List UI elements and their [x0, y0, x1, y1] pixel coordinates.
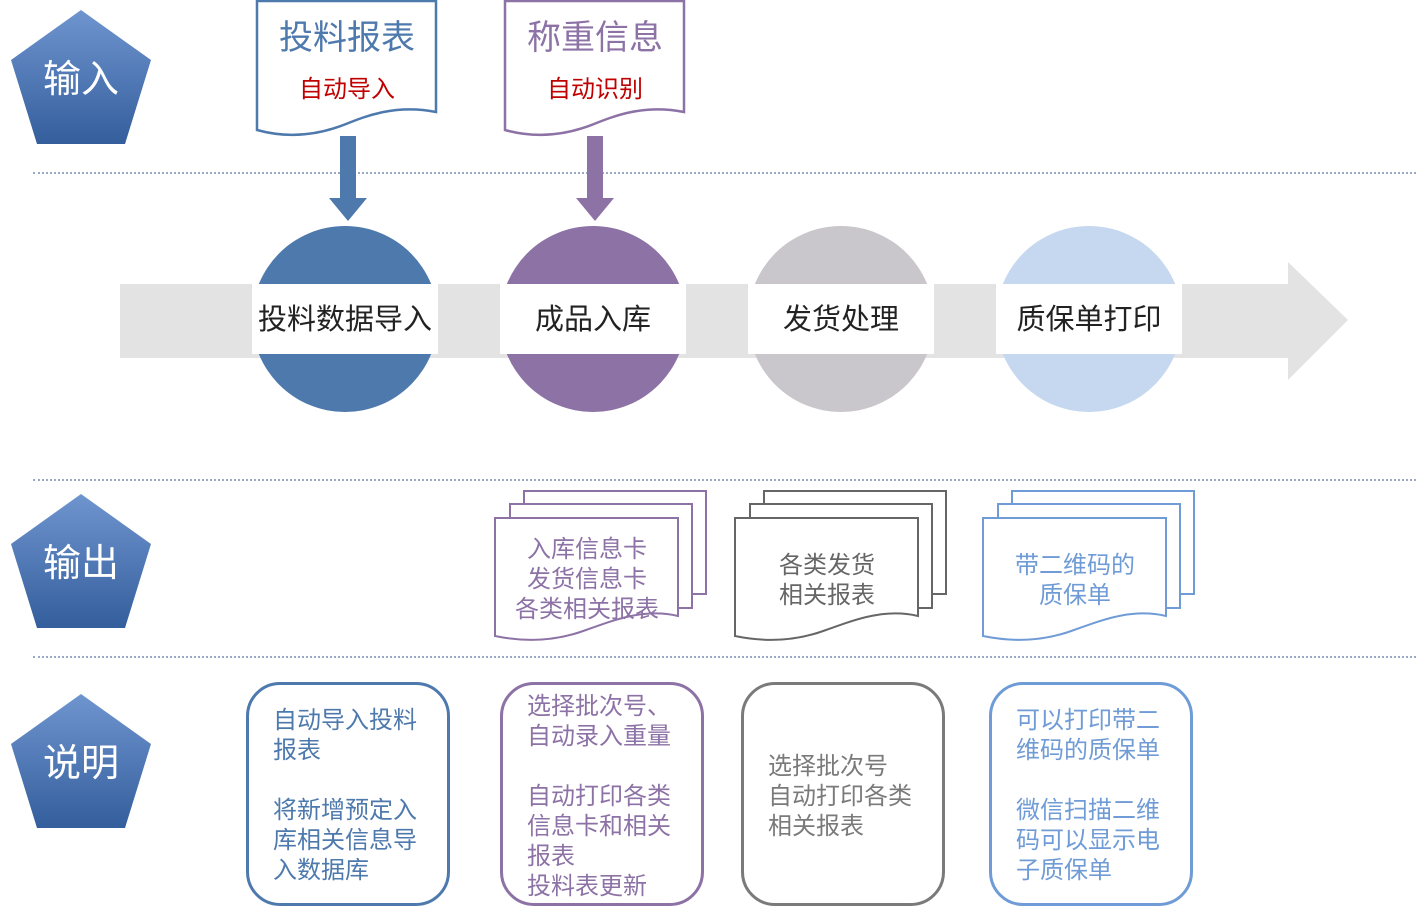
input-row-label: 输入: [9, 8, 153, 146]
step-band: [996, 284, 1182, 354]
note-text: 选择批次号、 自动录入重量 自动打印各类 信息卡和相关 报表 投料表更新: [527, 692, 671, 900]
input-doc-title: 投料报表: [279, 18, 415, 58]
output-line: 各类发货: [779, 551, 875, 579]
output-line: 相关报表: [779, 581, 875, 609]
output-line: 质保单: [1039, 581, 1111, 609]
output-line: 发货信息卡: [527, 565, 647, 593]
down-arrow-icon: [576, 136, 614, 221]
down-arrow-icon: [329, 136, 367, 221]
note-text: 可以打印带二 维码的质保单 微信扫描二维 码可以显示电 子质保单: [1016, 706, 1160, 884]
step-label: 投料数据导入: [257, 302, 432, 336]
output-line: 入库信息卡: [527, 535, 647, 563]
note-text: 自动导入投料 报表 将新增预定入 库相关信息导 入数据库: [273, 706, 417, 884]
divider-bottom: [33, 656, 1416, 658]
note-feeding-import: 自动导入投料 报表 将新增预定入 库相关信息导 入数据库: [246, 682, 450, 906]
pentagon-shape: [11, 694, 151, 828]
output-docs-warehouse: 入库信息卡 发货信息卡 各类相关报表: [494, 490, 710, 646]
input-doc-subtitle: 自动识别: [547, 75, 643, 103]
multi-document-shape: [494, 490, 707, 641]
step-certificate-print: 质保单打印: [996, 226, 1182, 412]
multi-document-shape: [734, 490, 947, 641]
output-docs-certificate: 带二维码的 质保单: [982, 490, 1198, 646]
input-doc-weighing-info: 称重信息 自动识别: [503, 0, 686, 140]
output-line: 各类相关报表: [515, 595, 659, 623]
note-shipping: 选择批次号 自动打印各类 相关报表: [741, 682, 945, 906]
output-doc-text: 入库信息卡 发货信息卡 各类相关报表: [494, 534, 680, 624]
input-label: 输入: [42, 57, 119, 101]
pentagon-shape: [11, 10, 151, 144]
step-label: 成品入库: [534, 302, 651, 336]
note-certificate: 可以打印带二 维码的质保单 微信扫描二维 码可以显示电 子质保单: [989, 682, 1193, 906]
step-shipping: 发货处理: [748, 226, 934, 412]
multi-document-shape: [982, 490, 1195, 641]
note-text: 选择批次号 自动打印各类 相关报表: [768, 752, 912, 840]
output-docs-shipping: 各类发货 相关报表: [734, 490, 950, 646]
notes-label: 说明: [42, 741, 119, 785]
divider-top: [33, 172, 1416, 174]
step-band: [252, 284, 438, 354]
divider-middle: [33, 479, 1416, 481]
step-label: 质保单打印: [1016, 302, 1162, 336]
input-doc-title: 称重信息: [527, 18, 663, 58]
step-warehouse-in: 成品入库: [500, 226, 686, 412]
output-doc-text: 各类发货 相关报表: [734, 550, 920, 610]
note-warehouse-in: 选择批次号、 自动录入重量 自动打印各类 信息卡和相关 报表 投料表更新: [500, 682, 704, 906]
output-doc-text: 带二维码的 质保单: [982, 550, 1168, 610]
input-doc-subtitle: 自动导入: [299, 75, 395, 103]
output-row-label: 输出: [9, 492, 153, 630]
document-shape: [255, 0, 438, 137]
step-band: [500, 284, 686, 354]
input-doc-feeding-report: 投料报表 自动导入: [255, 0, 438, 140]
pentagon-shape: [11, 494, 151, 628]
step-band: [748, 284, 934, 354]
output-line: 带二维码的: [1015, 551, 1135, 579]
step-feeding-import: 投料数据导入: [252, 226, 438, 412]
notes-row-label: 说明: [9, 692, 153, 830]
document-shape: [503, 0, 686, 137]
step-label: 发货处理: [782, 302, 899, 336]
output-label: 输出: [42, 541, 119, 585]
